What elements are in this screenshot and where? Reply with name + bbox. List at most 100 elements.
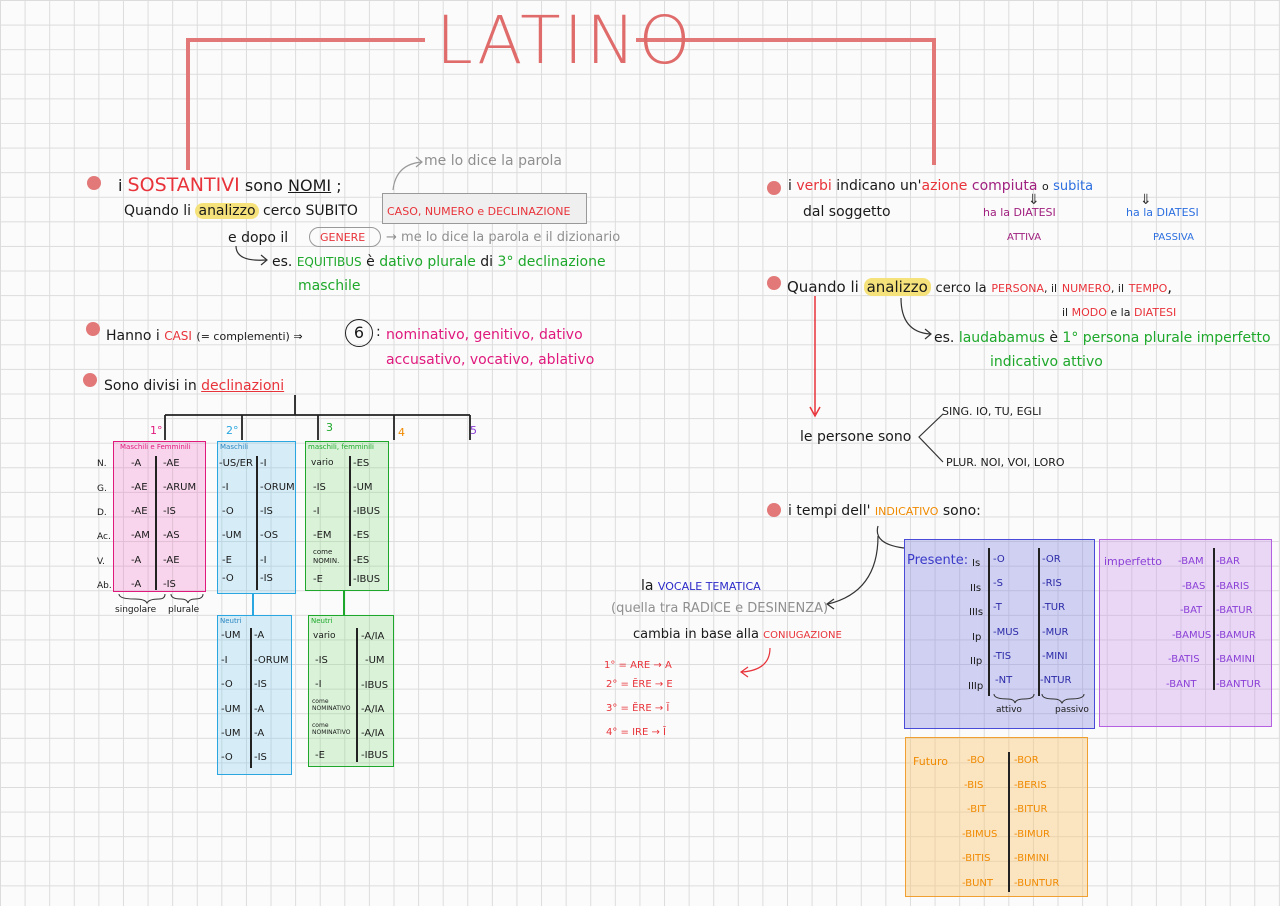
pres-attivo: -O	[993, 554, 1005, 565]
futuro-box	[905, 737, 1088, 897]
text: es.	[934, 330, 955, 346]
d2n-plur: -IS	[254, 679, 267, 690]
presente-box	[904, 539, 1095, 729]
futuro-label: Futuro	[913, 755, 948, 768]
rule-3: 3° = ĔRE → Ĭ	[606, 703, 670, 714]
genere-label: GENERE	[320, 231, 366, 244]
quando-line: Quando li analizzo cerco SUBITO	[124, 203, 358, 219]
d2-plur: -I	[260, 555, 267, 566]
person: IIIs	[969, 607, 984, 618]
brace	[993, 693, 1085, 704]
d3n-plur: -IBUS	[361, 680, 389, 691]
d1-plur: -AE	[163, 458, 180, 469]
imp-attivo: -BAT	[1180, 605, 1203, 616]
imp-attivo: -BAM	[1178, 556, 1204, 567]
d3n-sing: vario	[313, 631, 336, 641]
text: sono:	[942, 503, 981, 519]
imp-passivo: -BATUR	[1216, 605, 1253, 616]
d2n-plur: -ORUM	[254, 655, 289, 666]
pres-attivo: -NT	[995, 675, 1013, 686]
arrow-vocale	[825, 525, 905, 610]
d3n-sing: come NOMINATIVO	[312, 698, 351, 712]
d1-plur: -IS	[163, 579, 176, 590]
person: IIs	[970, 583, 982, 594]
text: sono	[244, 176, 283, 195]
casi-label: CASI	[164, 329, 192, 343]
d3-plur: -IBUS	[353, 506, 381, 517]
d2-plur: -IS	[260, 573, 273, 584]
text: Quando li	[787, 278, 859, 296]
divider	[349, 456, 351, 586]
case-label: G.	[97, 484, 107, 494]
connector	[343, 591, 345, 615]
pres-passivo: -OR	[1042, 554, 1061, 565]
fut-attivo: -BIS	[964, 780, 984, 791]
arrow-curve	[392, 156, 423, 191]
sostantivi-label: SOSTANTIVI	[127, 174, 240, 196]
text: 1° persona plurale imperfetto	[1062, 330, 1271, 346]
imp-passivo: -BAMUR	[1216, 630, 1256, 641]
vocale-tematica: VOCALE TEMATICA	[657, 580, 761, 593]
decl-num-3: 3	[326, 421, 333, 434]
text: , il	[1110, 282, 1125, 295]
person: IIp	[970, 656, 983, 667]
d3n-sing: come NOMINATIVO	[312, 722, 351, 736]
text: la	[641, 578, 654, 594]
d2-sing: -O	[222, 573, 234, 584]
imp-attivo: -BAS	[1182, 581, 1206, 592]
imp-passivo: -BARIS	[1216, 581, 1250, 592]
laudabamus-line: es. laudabamus è 1° persona plurale impe…	[934, 330, 1271, 346]
divider	[1213, 548, 1215, 690]
text: (= complementi) ⇒	[196, 330, 303, 343]
decl3-header: maschili, femminili	[308, 443, 374, 451]
pres-attivo: -S	[993, 578, 1003, 589]
imp-passivo: -BAMINI	[1216, 654, 1255, 665]
divider	[988, 548, 990, 696]
d2-sing: -I	[222, 482, 229, 493]
arrow-down: ⇓	[1028, 192, 1040, 208]
decl-num-1: 1°	[150, 424, 163, 437]
pres-attivo: -T	[993, 602, 1002, 613]
divider	[1008, 752, 1010, 892]
case-label: V.	[97, 557, 105, 567]
text: i tempi dell'	[788, 503, 871, 519]
decl1-header: Maschili e Femminili	[120, 443, 191, 451]
decl3-neutri-box	[308, 615, 394, 767]
divider	[356, 628, 358, 762]
passiva-label: PASSIVA	[1153, 232, 1194, 243]
equitibus: EQUITIBUS	[296, 255, 362, 269]
person: Ip	[972, 632, 982, 643]
imp-passivo: -BAR	[1216, 556, 1240, 567]
note-dizionario: → me lo dice la parola e il dizionario	[386, 230, 621, 245]
fut-passivo: -BIMINI	[1014, 853, 1050, 864]
pres-passivo: -MUR	[1042, 627, 1069, 638]
singolare-label: singolare	[115, 605, 157, 615]
d2-plur: -I	[260, 458, 267, 469]
divider	[1038, 548, 1040, 696]
decl2-header: Maschili	[220, 443, 249, 451]
modo-line: il MODO e la DIATESI	[1062, 306, 1176, 319]
imp-attivo: -BATIS	[1168, 654, 1200, 665]
bullet	[87, 176, 101, 190]
imperfetto-label: imperfetto	[1104, 555, 1163, 568]
d3-plur: -ES	[353, 555, 370, 566]
d2-sing: -UM	[222, 530, 242, 541]
d2-plur: -IS	[260, 506, 273, 517]
fut-attivo: -BITIS	[962, 853, 991, 864]
genere-oval	[309, 227, 381, 247]
d1-sing: -A	[131, 555, 142, 566]
decl2-neutri-header: Neutri	[220, 617, 242, 625]
persone-sing: SING. IO, TU, EGLI	[942, 405, 1042, 418]
fut-passivo: -BITUR	[1014, 804, 1048, 815]
pres-attivo: -TIS	[993, 651, 1012, 662]
text: i	[118, 176, 123, 195]
text: è	[1049, 330, 1058, 346]
text: me lo dice la parola e il dizionario	[401, 230, 621, 245]
decl-num-5: 5	[470, 424, 477, 437]
indicativo-attivo: indicativo attivo	[990, 354, 1103, 370]
text: cerco la	[935, 281, 987, 296]
d3-sing: -IS	[313, 482, 326, 493]
persone-plur: PLUR. NOI, VOI, LORO	[946, 456, 1065, 469]
d2n-sing: -UM	[221, 630, 241, 641]
decl2-neutri-box	[217, 615, 292, 775]
